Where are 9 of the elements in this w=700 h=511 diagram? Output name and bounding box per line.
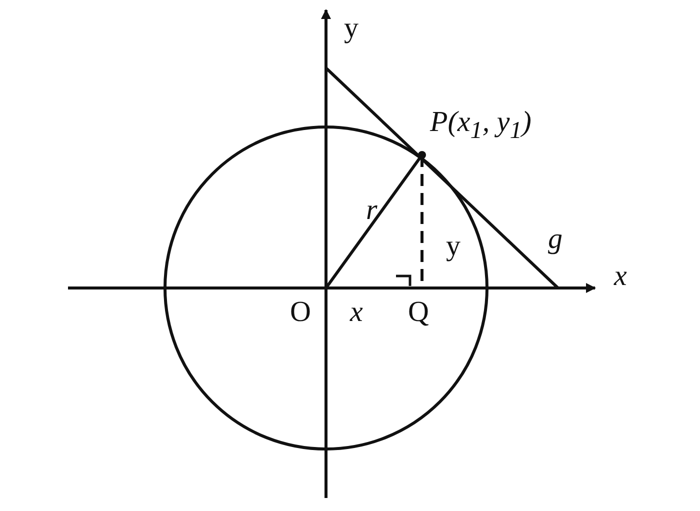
- segment-label: x: [350, 298, 363, 327]
- line-label: g: [548, 225, 562, 254]
- point-label: P(x$_{1}$, y$_{1}$): [430, 108, 532, 143]
- point-label: Q: [408, 298, 429, 327]
- segment-label: r: [366, 196, 378, 225]
- axis-label: x: [614, 262, 627, 291]
- origin-label: O: [290, 298, 311, 327]
- axis-label: y: [344, 14, 358, 43]
- segment-label: y: [446, 232, 460, 261]
